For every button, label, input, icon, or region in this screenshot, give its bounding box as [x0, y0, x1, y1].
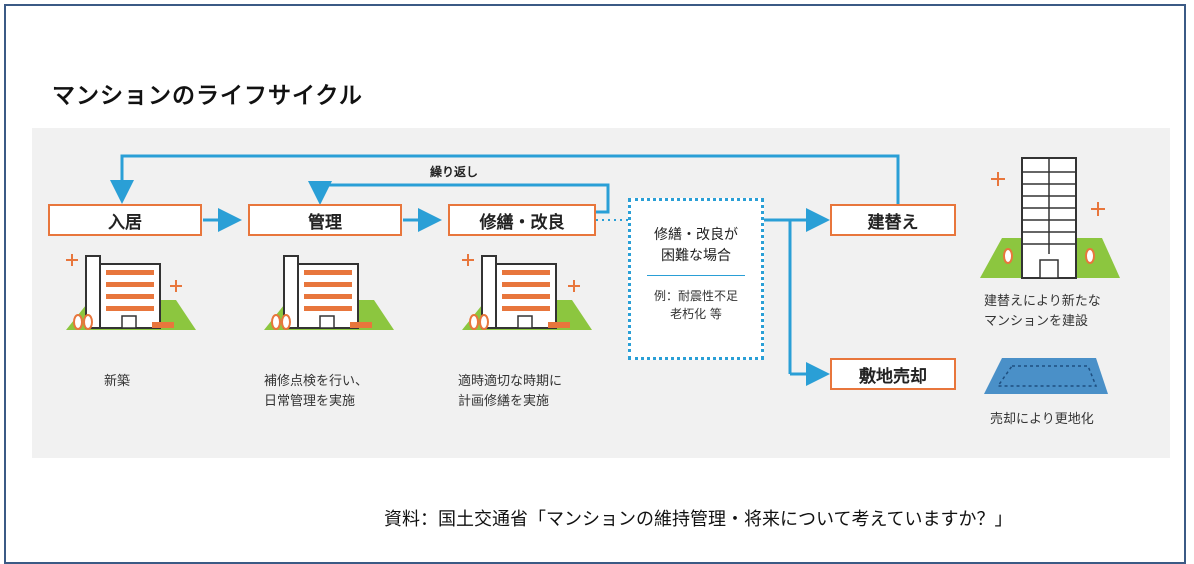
- difficult-case-box: 修繕・改良が 困難な場合 例：耐震性不足 老朽化 等: [628, 198, 764, 360]
- stage-box-management: 管理: [248, 204, 402, 236]
- stage-label-site-sale: 敷地売却: [859, 366, 927, 387]
- stage-label-rebuild: 建替え: [867, 212, 919, 233]
- outer-loop-arrow: [110, 154, 900, 205]
- stage-box-rebuild: 建替え: [830, 204, 956, 236]
- figure-title: マンションのライフサイクル: [52, 83, 363, 109]
- stage-label-repair: 修繕・改良: [479, 212, 565, 233]
- difficult-case-examples: 例：耐震性不足 老朽化 等: [653, 289, 738, 321]
- building-illustration-movein: [66, 254, 196, 330]
- loop-label: 繰り返し: [430, 165, 479, 179]
- caption-management: 補修点検を行い、 日常管理を実施: [264, 374, 369, 409]
- difficult-case-heading: 修繕・改良が 困難な場合: [654, 227, 738, 264]
- repeat-loop-arrow: [308, 181, 610, 214]
- building-illustration-management: [264, 255, 394, 330]
- caption-site-sale: 売却により更地化: [990, 412, 1094, 427]
- stage-box-repair: 修繕・改良: [448, 204, 596, 236]
- source-note: 資料：国土交通省「マンションの維持管理・将来について考えていますか？」: [384, 509, 1013, 530]
- diagram-connectors: [66, 154, 1120, 394]
- vacant-site-illustration: [984, 358, 1108, 394]
- caption-move-in: 新築: [104, 374, 131, 389]
- caption-repair: 適時適切な時期に 計画修繕を実施: [458, 374, 563, 409]
- stage-box-move-in: 入居: [48, 204, 202, 236]
- diagram-panel: [32, 128, 1170, 458]
- difficult-case-divider: [647, 275, 745, 276]
- building-illustration-repair: [462, 254, 592, 330]
- stage-label-move-in: 入居: [108, 212, 142, 233]
- stage-label-management: 管理: [308, 212, 342, 233]
- tower-illustration-rebuild: [980, 157, 1120, 279]
- caption-rebuild: 建替えにより新たな マンションを建設: [984, 294, 1101, 329]
- stage-box-site-sale: 敷地売却: [830, 358, 956, 390]
